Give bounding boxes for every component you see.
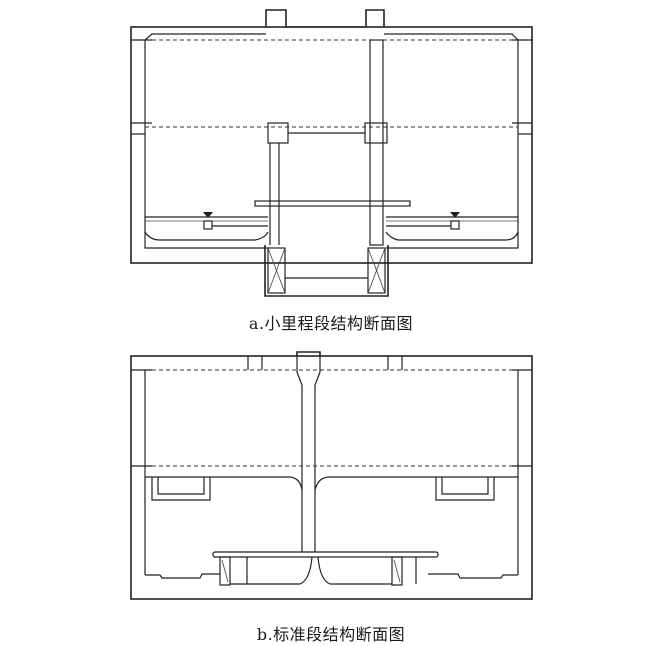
section-b-top-bump xyxy=(296,351,321,356)
section-b-platform-slab xyxy=(212,551,439,558)
section-a-water-level-icon-left xyxy=(203,212,213,218)
section-b-hanger-left xyxy=(151,477,211,501)
figure-a-caption: a.小里程段结构断面图 xyxy=(248,314,414,333)
section-a-pit-wall-right xyxy=(367,247,386,294)
section-a-opening-edge-left xyxy=(267,122,289,144)
section-a-pit-wall-left xyxy=(267,247,286,294)
section-a-right-inner-wall xyxy=(386,40,519,249)
section-a-platform-slab xyxy=(254,200,411,207)
section-a-left-inner-wall xyxy=(144,40,268,249)
section-b-column-right-edge xyxy=(314,356,321,490)
section-a-drawing xyxy=(130,9,533,297)
section-a-top-bump-right xyxy=(365,9,385,27)
figure-b-caption: b.标准段结构断面图 xyxy=(256,625,406,644)
section-a-bottom-pit xyxy=(264,245,389,297)
section-b-column-left-edge xyxy=(296,356,303,490)
section-b-pier-left xyxy=(219,556,231,586)
section-a-water-level-icon-right xyxy=(450,212,460,218)
section-a-top-bump-left xyxy=(265,9,287,27)
section-a-opening-edge-right xyxy=(364,122,388,144)
section-b-hanger-right xyxy=(435,477,495,501)
section-a-outer-wall xyxy=(130,26,533,264)
section-b-outer-wall xyxy=(130,355,533,600)
section-b-pier-right xyxy=(391,556,403,586)
section-b-drawing xyxy=(130,351,533,600)
